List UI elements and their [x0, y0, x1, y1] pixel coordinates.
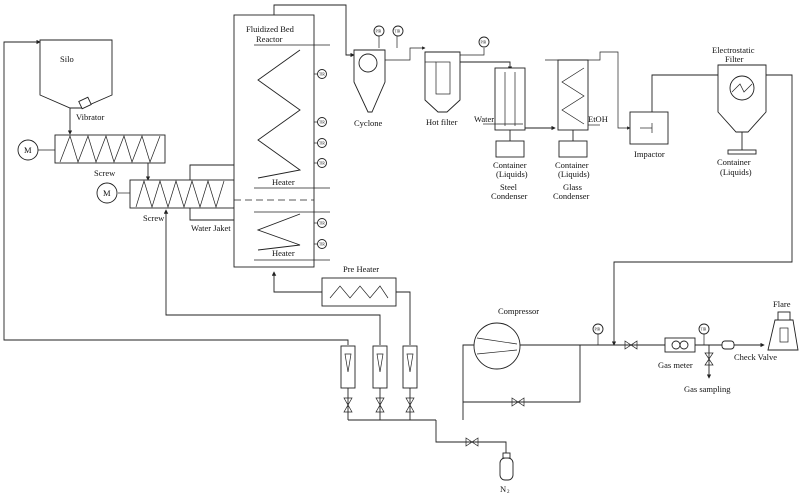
- gas-sampling-label: Gas sampling: [684, 384, 731, 394]
- filter-to-condenser: [460, 61, 513, 71]
- tir-tag: TIR: [395, 30, 401, 34]
- steel-condenser-label-1: Steel: [500, 182, 518, 192]
- glass-condenser-label-1: Glass: [563, 182, 582, 192]
- impactor-to-esp: [651, 72, 726, 112]
- heater-lower-label: Heater: [272, 248, 295, 258]
- water-jacket: Water Jaket: [189, 164, 234, 233]
- vibrator-label: Vibrator: [76, 112, 104, 122]
- gas-line-valve: [614, 340, 665, 350]
- motor-1: [17, 139, 39, 161]
- silo-label: Silo: [60, 54, 74, 64]
- hot-filter-label: Hot filter: [426, 117, 458, 127]
- pir-tag: PIR: [376, 30, 382, 34]
- pir-tag: PIR: [481, 41, 487, 45]
- cyclone: Cyclone: [353, 36, 426, 128]
- gas-meter: Gas meter: [658, 337, 696, 370]
- esp-container: [727, 149, 757, 155]
- impactor: Impactor: [629, 111, 669, 159]
- tir-tag: TIR: [319, 162, 325, 166]
- etoh-label: EtOH: [588, 114, 608, 124]
- recycle-to-screw: [163, 209, 381, 345]
- esp-container-label-1: Container: [717, 157, 751, 167]
- flare: Flare: [767, 299, 799, 351]
- screw-feeder-2: M Screw: [96, 179, 235, 223]
- tir-tag: TIR: [319, 121, 325, 125]
- pir-tag: PIR: [595, 328, 601, 332]
- tir-tag: TIR: [319, 243, 325, 247]
- water-jaket-label: Water Jaket: [191, 223, 231, 233]
- gas-sampling: Gas sampling: [684, 345, 731, 394]
- check-valve: Check Valve: [721, 340, 777, 362]
- recycle-to-silo: [3, 39, 349, 345]
- fluidized-bed-reactor: Fluidized Bed Reactor: [233, 14, 330, 268]
- screw-1-label: Screw: [94, 168, 116, 178]
- steel-container-label-2: (Liquids): [496, 169, 528, 179]
- reactor-label-line1: Fluidized Bed: [246, 24, 295, 34]
- flare-label: Flare: [773, 299, 791, 309]
- gas-meter-label: Gas meter: [658, 360, 693, 370]
- pre-heater-label: Pre Heater: [343, 264, 379, 274]
- esp-outlet-line: [611, 74, 793, 346]
- glass-condenser: EtOH Container (Liquids) Glass Condenser: [545, 51, 631, 201]
- reactor-label-line2: Reactor: [256, 34, 283, 44]
- glass-container-label-2: (Liquids): [558, 169, 590, 179]
- silo: Silo: [39, 39, 113, 109]
- motor-2-label: M: [103, 188, 111, 198]
- tir-tag: TIR: [319, 222, 325, 226]
- steel-container: [495, 140, 525, 158]
- hot-filter: Hot filter PIR: [424, 36, 490, 127]
- cyclone-label: Cyclone: [354, 118, 383, 128]
- impactor-label: Impactor: [634, 149, 665, 159]
- pre-heater: Pre Heater: [271, 264, 411, 345]
- check-valve-label: Check Valve: [734, 352, 777, 362]
- tir-tag: TIR: [701, 328, 707, 332]
- reactor-heater-upper: Heater: [257, 49, 302, 187]
- screw-feeder-1: M Screw: [17, 134, 166, 178]
- compressor: Compressor: [462, 306, 614, 420]
- compressor-label: Compressor: [498, 306, 539, 316]
- rotameter-valves: [343, 388, 436, 421]
- reactor-heater-lower: Heater: [256, 213, 301, 258]
- esp-label-2: Filter: [725, 54, 744, 64]
- tir-tag: TIR: [319, 73, 325, 77]
- tir-tag: TIR: [319, 142, 325, 146]
- n2-subscript: 2: [507, 490, 510, 493]
- nitrogen-cylinder: N 2: [435, 420, 514, 493]
- water-label: Water: [474, 114, 494, 124]
- glass-condenser-label-2: Condenser: [553, 191, 590, 201]
- motor-2: [96, 182, 118, 204]
- steel-container-label-1: Container: [493, 160, 527, 170]
- reactor-temperature-sensors: TIR TIR TIR TIR TIR TIR: [314, 69, 327, 249]
- n2-label: N: [500, 484, 506, 493]
- motor-1-label: M: [24, 145, 32, 155]
- esp-container-label-2: (Liquids): [720, 167, 752, 177]
- electrostatic-filter: Electrostatic Filter Container (Liquids): [712, 45, 767, 177]
- glass-container: [558, 140, 588, 158]
- gas-meter-sensor: TIR: [698, 323, 710, 345]
- rotameters: [340, 345, 418, 389]
- glass-container-label-1: Container: [555, 160, 589, 170]
- screw-2-label: Screw: [143, 213, 165, 223]
- steel-condenser: Water Container (Liquids) Steel Condense…: [474, 67, 528, 201]
- esp-label-1: Electrostatic: [712, 45, 755, 55]
- compressor-outlet-sensor: PIR: [592, 323, 604, 345]
- vibrator: Vibrator: [76, 96, 104, 122]
- steel-condenser-label-2: Condenser: [491, 191, 528, 201]
- heater-upper-label: Heater: [272, 177, 295, 187]
- reactor-outlet-line: [273, 4, 355, 58]
- cyclone-sensors: PIR TIR: [373, 25, 404, 37]
